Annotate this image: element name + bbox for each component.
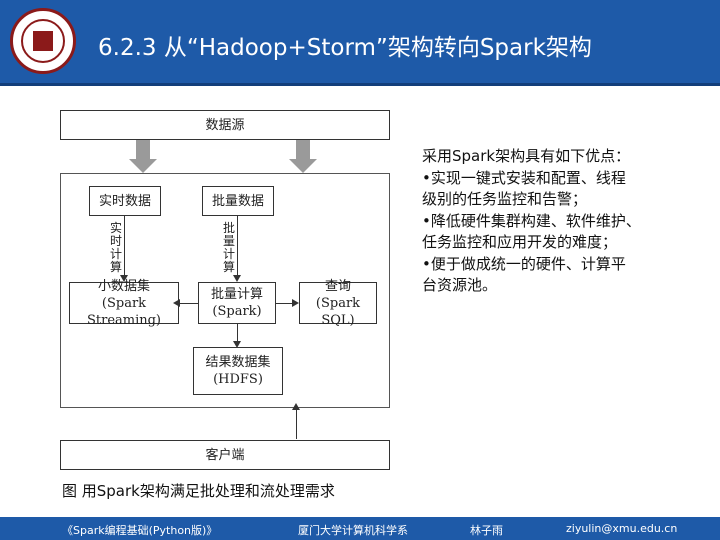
advantage-line: 任务监控和应用开发的难度； [422,233,618,251]
batch-process-title: 批量计算 [210,287,263,302]
batch-data-box: 批量数据 [202,186,274,216]
realtime-compute-label: 实时计算 [109,221,123,274]
footer-school: 厦门大学计算机科学系 [298,524,408,537]
data-source-box: 数据源 [60,110,390,140]
batch-compute-vertical-label: 批量计算 [222,221,236,274]
advantages-intro: 采用Spark架构具有如下优点： [422,147,631,165]
figure-caption: 图 用Spark架构满足批处理和流处理需求 [62,482,335,500]
source-to-batch-arrow [289,140,317,173]
header-bar: 6.2.3 从“Hadoop+Storm”架构转向Spark架构 [0,0,720,86]
batch-to-query-arrow [276,299,299,307]
batch-to-result-arrow [233,324,241,348]
slide-title: 6.2.3 从“Hadoop+Storm”架构转向Spark架构 [98,35,592,61]
data-source-label: 数据源 [205,117,245,133]
micro-batch-subtitle: (Spark Streaming) [86,295,162,328]
micro-batch-box: 小数据集 (Spark Streaming) [69,279,179,328]
micro-batch-title: 小数据集 [97,278,150,294]
result-dataset-box: 结果数据集 (HDFS) [193,347,283,395]
footer-bar: 《Spark编程基础(Python版)》 厦门大学计算机科学系 林子雨 ziyu… [0,517,720,540]
realtime-compute-arrow [120,216,128,282]
query-subtitle: (Spark SQL) [315,295,361,328]
advantage-line: •降低硬件集群构建、软件维护、 [422,211,641,230]
batch-process-box: 批量计算 (Spark) [198,282,276,324]
client-box: 客户端 [60,440,390,470]
client-label: 客户端 [205,447,245,463]
university-logo [10,8,76,74]
spark-architecture-frame [60,173,390,408]
logo-emblem [33,31,53,51]
query-title: 查询 [324,278,351,294]
footer-email: ziyulin@xmu.edu.cn [566,522,678,535]
footer-book: 《Spark编程基础(Python版)》 [62,524,218,537]
logo-ring [21,19,65,63]
advantage-line: •便于做成统一的硬件、计算平 [422,254,626,273]
client-to-query-arrow [292,403,300,439]
source-to-realtime-arrow [129,140,157,173]
advantage-line: 级别的任务监控和告警； [422,190,588,208]
query-box: 查询 (Spark SQL) [299,279,377,328]
result-dataset-title: 结果数据集 [205,355,271,370]
realtime-data-box: 实时数据 [89,186,161,216]
advantage-line: •实现一键式安装和配置、线程 [422,168,626,187]
advantage-line: 台资源池。 [422,276,498,294]
footer-author: 林子雨 [470,524,503,537]
batch-process-subtitle: (Spark) [212,304,262,319]
realtime-data-label: 实时数据 [98,193,151,209]
batch-to-micro-arrow [173,299,198,307]
advantages-text: 采用Spark架构具有如下优点： •实现一键式安装和配置、线程 级别的任务监控和… [422,146,690,297]
result-dataset-subtitle: (HDFS) [213,372,263,387]
batch-compute-arrow [233,216,241,282]
batch-data-label: 批量数据 [211,193,264,209]
